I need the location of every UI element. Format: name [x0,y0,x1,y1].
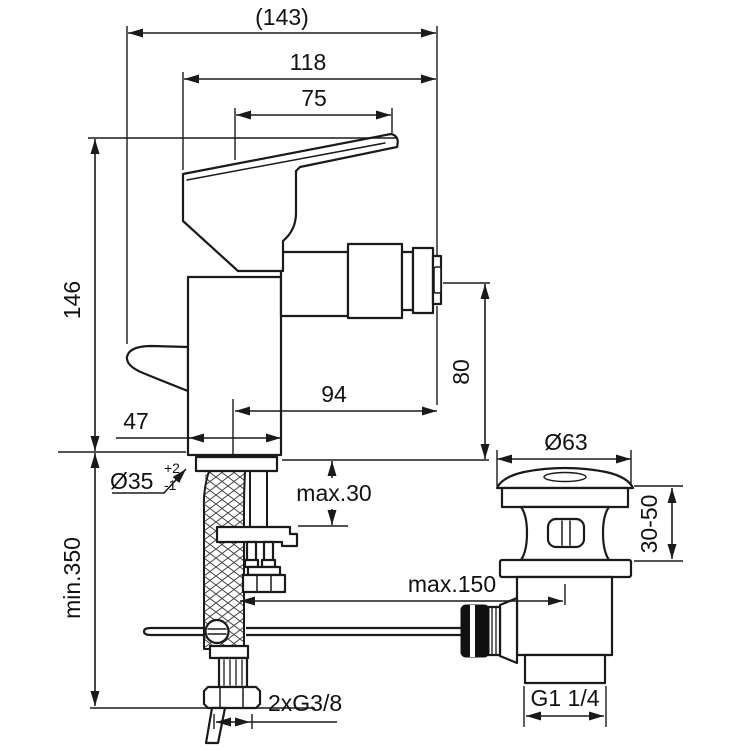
waste-plug-cap [495,466,635,490]
pop-up-waste [460,466,635,685]
fixing-nut-collar [246,565,282,577]
dim-spout-height-label: 80 [448,359,474,385]
waste-tailpiece [523,653,607,685]
dim-waste-range-label: 30-50 [636,495,662,554]
rod-clamp [204,618,230,645]
dim-waste-diameter-label: Ø63 [544,429,587,455]
rod-socket-cone [498,596,519,665]
supply-tail [204,706,227,745]
hose-corrugation [217,656,249,689]
faucet-body [186,275,283,457]
spray-head [346,242,404,320]
dim-hole-diameter-label: Ø35 [110,468,153,494]
dim-deck-thickness-label: max.30 [296,480,371,506]
dimension-annotations: (143) 118 75 146 min.350 Ø35 +2 -1 47 94… [58,4,683,729]
fixing-nut [241,573,287,594]
rod-socket-rings [486,605,502,657]
dim-rod-reach-label: max.150 [408,571,496,597]
lever-edge-line [186,142,386,181]
dim-total-height-label: 146 [59,281,85,319]
rod-socket-sleeve-band [470,605,475,657]
dim-hole-tol-plus: +2 [164,460,180,476]
spray-head-groove [400,250,415,312]
spray-head-cap [411,246,435,315]
waste-flange [500,486,630,509]
dim-base-width-label: 47 [123,408,149,434]
overflow-slot [546,517,586,549]
waste-lower-flange [498,558,633,579]
mounting-plate [215,525,299,548]
hose-ferrule [208,644,250,660]
pop-up-knob [125,344,190,393]
dim-spout-reach-label: 118 [290,49,327,75]
dim-min-hose-label: min.350 [59,537,85,619]
lever-handle [181,132,399,273]
spray-outlet [433,266,442,294]
dim-supply-connection-label: 2xG3/8 [268,690,342,716]
dim-axis-to-tip-label: 94 [321,381,347,407]
supply-nut [202,685,262,710]
faucet-and-waste-parts [125,132,635,745]
dim-waste-thread-label: G1 1/4 [530,685,599,711]
dim-overall-depth-label: (143) [255,4,309,30]
braided-supply-hose [202,470,262,745]
dim-hole-tol-minus: -1 [164,477,177,493]
dim-handle-length-label: 75 [301,85,327,111]
mounting-shank [249,470,268,527]
spout-arm [279,250,350,318]
base-gasket [194,455,279,473]
pop-up-rod [142,626,465,637]
